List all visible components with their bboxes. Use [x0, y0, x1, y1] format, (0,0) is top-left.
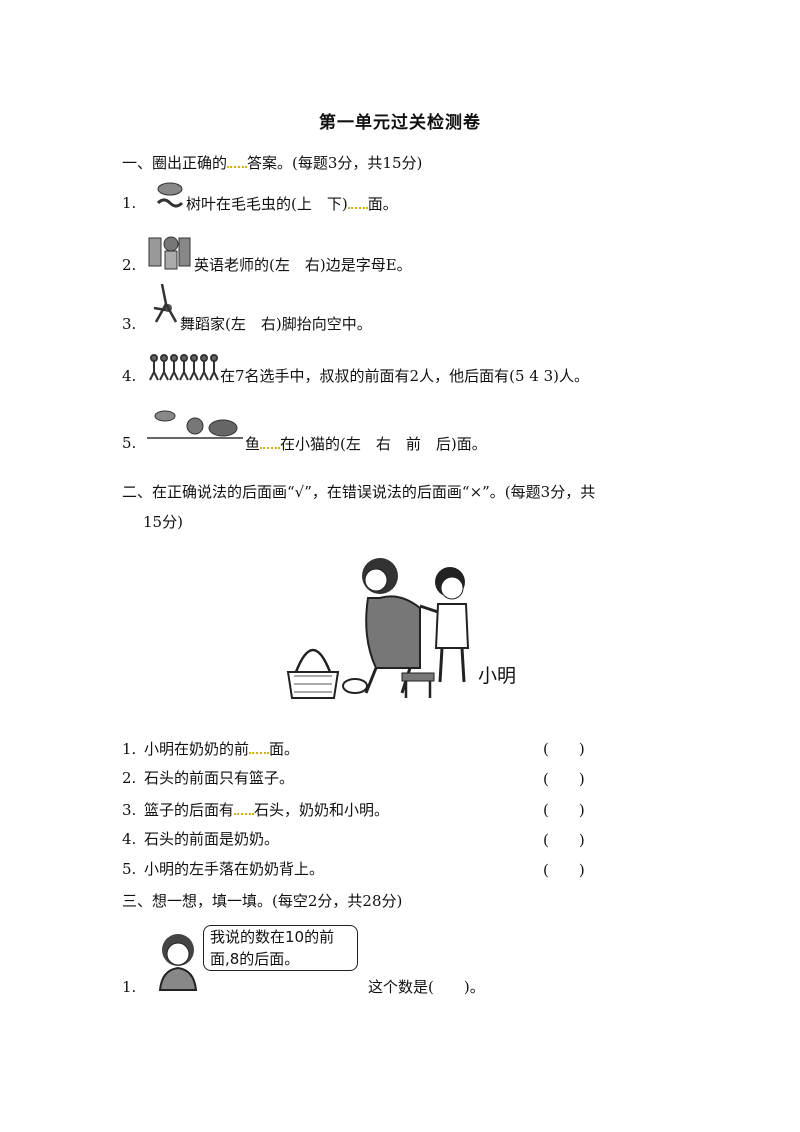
emphasis-mark: [347, 193, 368, 209]
fish-cat-picture: [147, 410, 243, 439]
section2-heading: 二、在正确说法的后面画“√”，在错误说法的后面画“×”。(每题3分，共: [122, 483, 596, 501]
teacher-letters-picture: [148, 236, 191, 270]
s2-item-5: 5.小明的左手落在奶奶背上。: [122, 860, 325, 878]
runners-picture: [149, 354, 219, 381]
grandma-xiaoming-picture: [286, 558, 470, 699]
s1-q1-text: 树叶在毛毛虫的(上 下)面。: [186, 193, 398, 213]
answer-blank-1[interactable]: ( ): [543, 740, 585, 758]
s1-q5: 5.: [122, 434, 137, 452]
section1-heading: 一、圈出正确的答案。(每题3分，共15分): [122, 152, 423, 172]
s1-q2: 2.: [122, 256, 137, 274]
caterpillar-leaf-picture: [156, 182, 184, 208]
emphasis-mark: [249, 738, 270, 754]
answer-blank-2[interactable]: ( ): [543, 770, 585, 788]
dancer-picture: [153, 283, 178, 323]
s2-item-3: 3.篮子的后面有石头，奶奶和小明。: [122, 799, 390, 819]
s1-q3: 3.: [122, 315, 137, 333]
s2-item-2: 2.石头的前面只有篮子。: [122, 769, 295, 787]
answer-blank-4[interactable]: ( ): [543, 831, 585, 849]
girl-picture: [158, 934, 198, 991]
s1-q4: 4.: [122, 367, 137, 385]
s2-item-1: 1.小明在奶奶的前面。: [122, 738, 300, 758]
answer-blank-3[interactable]: ( ): [543, 801, 585, 819]
answer-blank-5[interactable]: ( ): [543, 861, 585, 879]
s1-q2-text: 英语老师的(左 右)边是字母E。: [194, 256, 412, 274]
s1-q4-text: 在7名选手中，叔叔的前面有2人，他后面有(5 4 3)人。: [220, 367, 589, 385]
page-title: 第一单元过关检测卷: [319, 113, 481, 133]
s1-q1: 1.: [122, 194, 137, 212]
section3-heading: 三、想一想，填一填。(每空2分，共28分): [122, 892, 403, 910]
s1-q5-text: 鱼在小猫的(左 右 前 后)面。: [245, 433, 487, 453]
figure-label-xiaoming: 小明: [478, 665, 517, 687]
emphasis-mark: [234, 799, 255, 815]
s1-q3-text: 舞蹈家(左 右)脚抬向空中。: [180, 315, 372, 333]
emphasis-mark: [260, 433, 281, 449]
section2-heading-cont: 15分): [143, 513, 183, 531]
s3-q1-answer-blank[interactable]: 这个数是( )。: [368, 978, 485, 996]
emphasis-mark: [227, 152, 248, 168]
s2-item-4: 4.石头的前面是奶奶。: [122, 830, 280, 848]
s3-q1: 1.: [122, 978, 137, 996]
speech-bubble: 我说的数在10的前 面,8的后面。: [203, 925, 358, 971]
